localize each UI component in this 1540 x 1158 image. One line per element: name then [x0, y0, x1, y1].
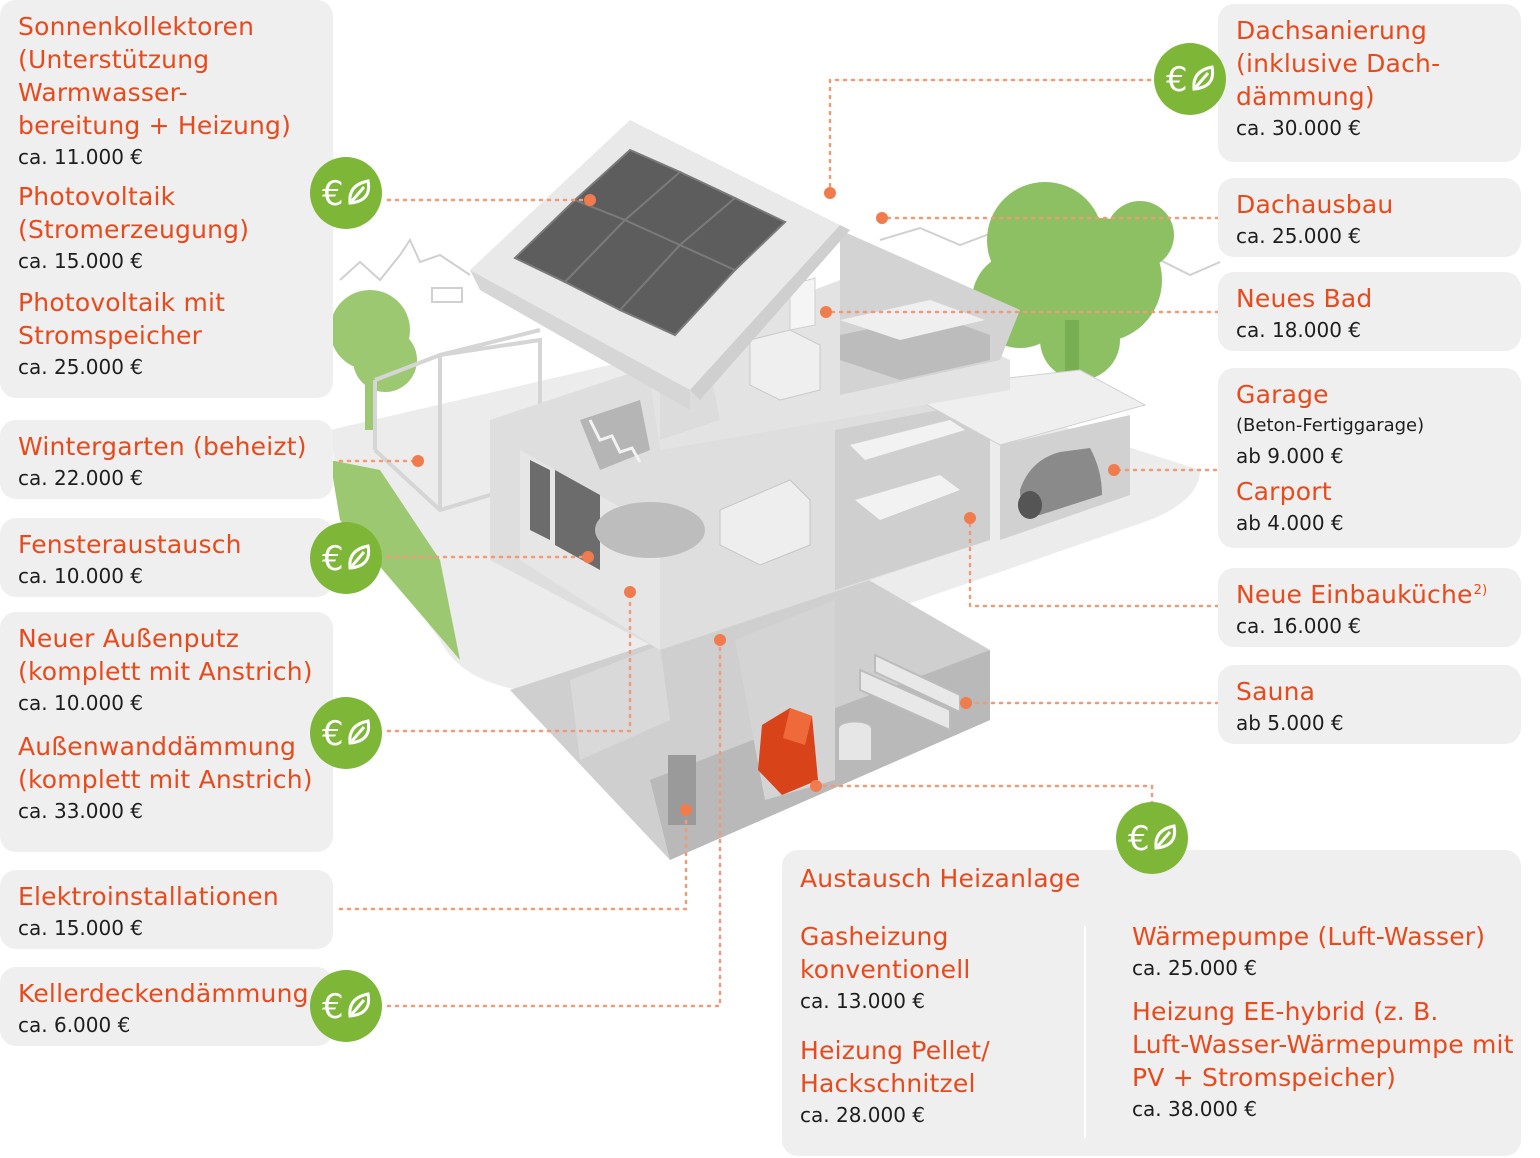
windows-title: Fensteraustausch [18, 530, 242, 559]
pellet-heating-price: ca. 28.000 € [800, 1103, 926, 1127]
garage-subtitle: (Beton-Fertiggarage) [1236, 415, 1425, 436]
car [1018, 448, 1102, 519]
euro-leaf-icon: € [310, 157, 382, 229]
card-garage-carport: Garage (Beton-Fertiggarage) ab 9.000 € C… [1218, 368, 1521, 548]
roof-renovation-price: ca. 30.000 € [1236, 116, 1362, 140]
solar-collectors-title: Sonnenkollektoren (Unterstützung Warmwas… [18, 12, 292, 140]
leader-lines [338, 78, 1234, 1008]
card-basement-ceiling: Kellerdeckendämmung ca. 6.000 € [0, 967, 333, 1046]
wall-insulation-title: Außenwanddämmung (komplett mit Anstrich) [18, 732, 313, 794]
card-solar-pv: Sonnenkollektoren (Unterstützung Warmwas… [0, 0, 333, 398]
card-roof-renovation: Dachsanierung (inklusive Dach- dämmung) … [1218, 4, 1521, 162]
heatpump-title: Wärmepumpe (Luft-Wasser) [1132, 922, 1486, 951]
hybrid-heating-price: ca. 38.000 € [1132, 1097, 1258, 1121]
card-attic: Dachausbau ca. 25.000 € [1218, 178, 1521, 257]
tree-left [330, 290, 417, 430]
svg-text:€: € [322, 539, 344, 579]
electrical-price: ca. 15.000 € [18, 916, 144, 940]
svg-text:€: € [1128, 819, 1150, 859]
wintergarden-title: Wintergarten (beheizt) [18, 432, 307, 461]
heatpump-price: ca. 25.000 € [1132, 956, 1258, 980]
euro-leaf-icon: € [1116, 802, 1188, 874]
card-kitchen: Neue Einbauküche2) ca. 16.000 € [1218, 568, 1521, 647]
card-sauna: Sauna ab 5.000 € [1218, 665, 1521, 744]
garage-title: Garage [1236, 380, 1329, 409]
gas-heating-title: Gasheizung konventionell [800, 922, 971, 984]
euro-leaf-icon: € [310, 697, 382, 769]
basement-ceiling-price: ca. 6.000 € [18, 1013, 131, 1037]
kitchen-title-text: Neue Einbauküche [1236, 580, 1473, 609]
pellet-heating-title: Heizung Pellet/ Hackschnitzel [800, 1036, 990, 1098]
attic-price: ca. 25.000 € [1236, 224, 1362, 248]
photovoltaic-price: ca. 15.000 € [18, 249, 144, 273]
card-windows: Fensteraustausch ca. 10.000 € [0, 518, 333, 597]
solar-collectors-price: ca. 11.000 € [18, 145, 144, 169]
bathroom-price: ca. 18.000 € [1236, 318, 1362, 342]
carport-price: ab 4.000 € [1236, 511, 1344, 535]
photovoltaic-title: Photovoltaik (Stromerzeugung) [18, 182, 250, 244]
card-facade: Neuer Außenputz (komplett mit Anstrich) … [0, 612, 333, 852]
card-heating: Austausch Heizanlage Gasheizung konventi… [782, 850, 1521, 1156]
euro-leaf-icon: € [1154, 43, 1226, 115]
euro-leaf-icon: € [310, 970, 382, 1042]
svg-text:€: € [322, 714, 344, 754]
card-wintergarden: Wintergarten (beheizt) ca. 22.000 € [0, 420, 333, 499]
windows-price: ca. 10.000 € [18, 564, 144, 588]
heating-title: Austausch Heizanlage [800, 864, 1081, 893]
kitchen-price: ca. 16.000 € [1236, 614, 1362, 638]
card-bathroom: Neues Bad ca. 18.000 € [1218, 272, 1521, 351]
euro-leaf-icon: € [310, 522, 382, 594]
garage-price: ab 9.000 € [1236, 444, 1344, 468]
attic-title: Dachausbau [1236, 190, 1394, 219]
carport-title: Carport [1236, 477, 1332, 506]
wintergarden-price: ca. 22.000 € [18, 466, 144, 490]
electrical-title: Elektroinstallationen [18, 882, 279, 911]
basement-ceiling-title: Kellerdeckendämmung [18, 979, 309, 1008]
pv-storage-title: Photovoltaik mit Stromspeicher [18, 288, 226, 350]
roof-renovation-title: Dachsanierung (inklusive Dach- dämmung) [1236, 16, 1441, 111]
heating-column-right: Wärmepumpe (Luft-Wasser) ca. 25.000 € He… [1132, 920, 1517, 1124]
leader-dots [412, 187, 1120, 816]
grass-slope [330, 460, 460, 660]
kitchen-title: Neue Einbauküche2) [1236, 578, 1503, 611]
gas-heating-price: ca. 13.000 € [800, 989, 926, 1013]
hybrid-heating-title: Heizung EE-hybrid (z. B. Luft-Wasser-Wär… [1132, 997, 1514, 1092]
card-electrical: Elektroinstallationen ca. 15.000 € [0, 870, 333, 949]
sauna-bench [859, 653, 961, 732]
sauna-title: Sauna [1236, 677, 1316, 706]
pv-storage-price: ca. 25.000 € [18, 355, 144, 379]
svg-text:€: € [322, 174, 344, 214]
plaster-title: Neuer Außenputz (komplett mit Anstrich) [18, 624, 313, 686]
svg-text:€: € [322, 987, 344, 1027]
plaster-price: ca. 10.000 € [18, 691, 144, 715]
wall-insulation-price: ca. 33.000 € [18, 799, 144, 823]
sauna-price: ab 5.000 € [1236, 711, 1344, 735]
bathroom-title: Neues Bad [1236, 284, 1373, 313]
svg-text:€: € [1166, 60, 1188, 100]
heating-column-left: Gasheizung konventionell ca. 13.000 € He… [800, 920, 1070, 1130]
kitchen-footnote: 2) [1473, 583, 1488, 598]
solar-panels [513, 148, 787, 337]
heating-column-divider [1084, 926, 1086, 1138]
